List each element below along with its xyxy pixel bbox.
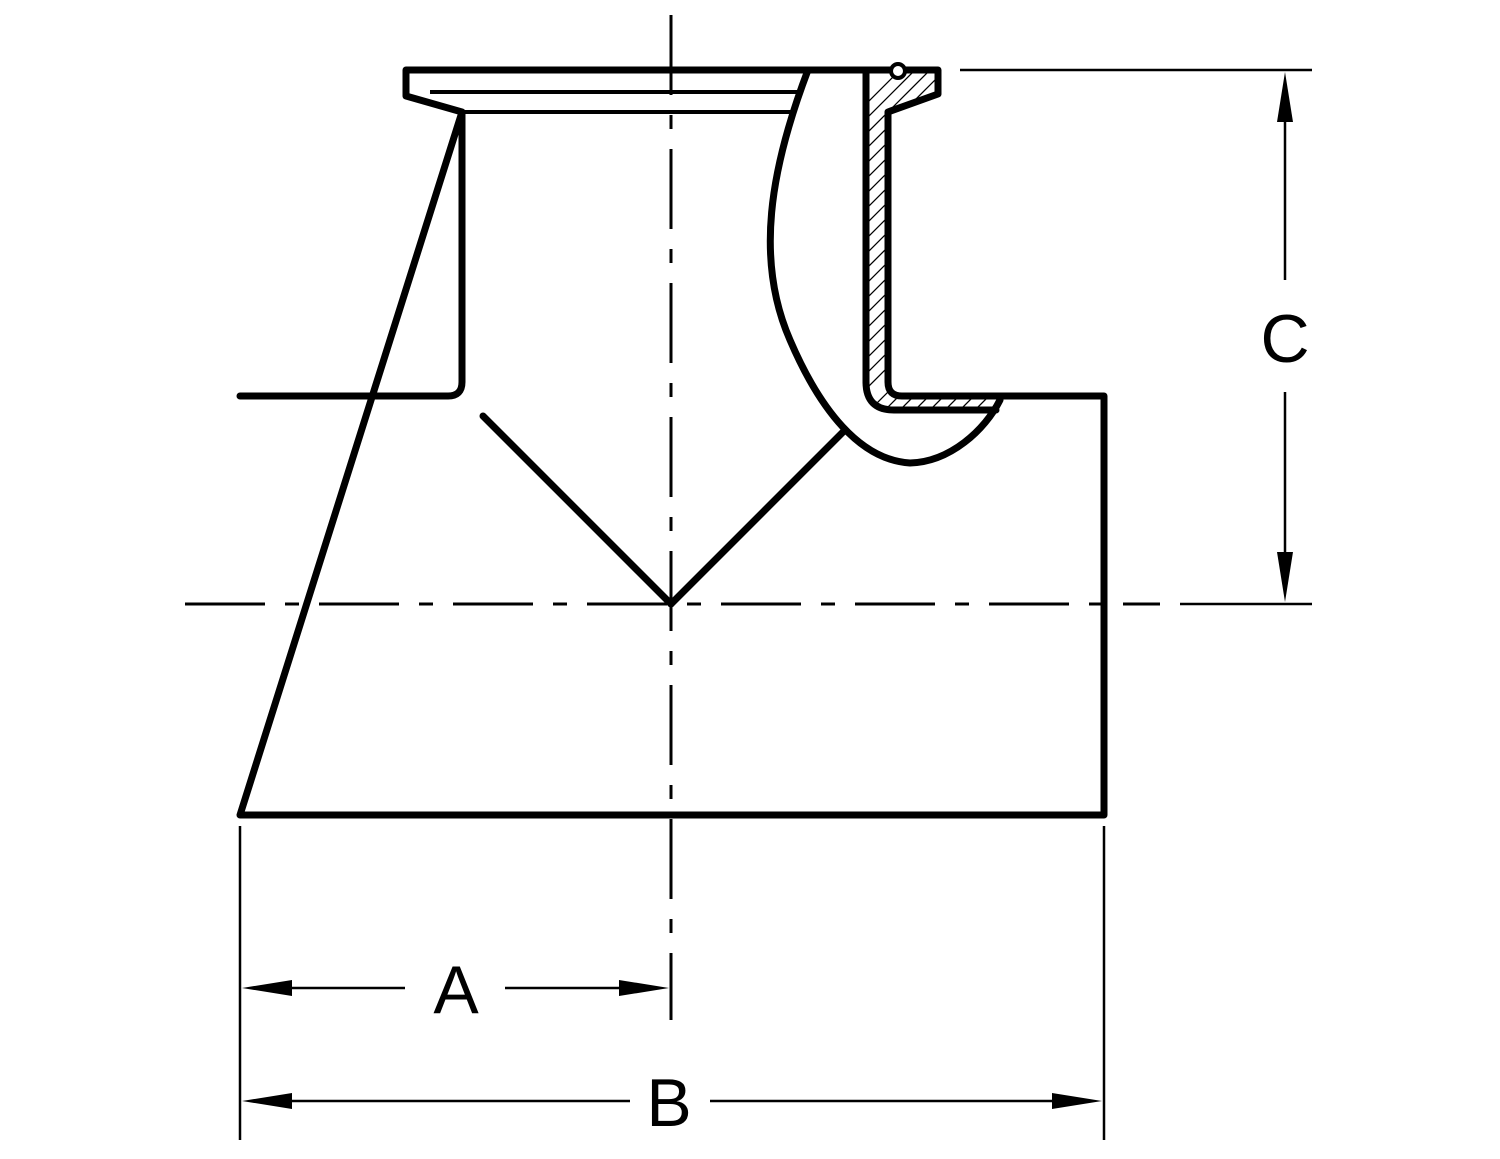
section-hatching [866,70,1000,410]
arrowhead-c-bottom [1277,552,1293,602]
gasket-groove [889,62,907,80]
arrowhead-c-top [1277,72,1293,122]
dimension-c: C [960,68,1312,606]
dimension-label-c: C [1260,301,1309,377]
miter-line-left [479,412,675,608]
dimension-ab: A B [238,826,1106,1141]
arrowhead-a-left [242,980,292,996]
dimension-label-a: A [433,952,479,1028]
tee-body [236,66,1108,819]
cutaway-curve [766,66,1004,467]
arrowhead-b-left [242,1093,292,1109]
arrowhead-b-right [1052,1093,1102,1109]
main-run-outline [236,66,1108,819]
branch-inner-fillet [862,378,1000,414]
arrowhead-a-right [619,980,669,996]
miter-line-right [667,426,849,608]
center-lines [185,15,1160,1020]
dimension-label-b: B [646,1065,691,1141]
